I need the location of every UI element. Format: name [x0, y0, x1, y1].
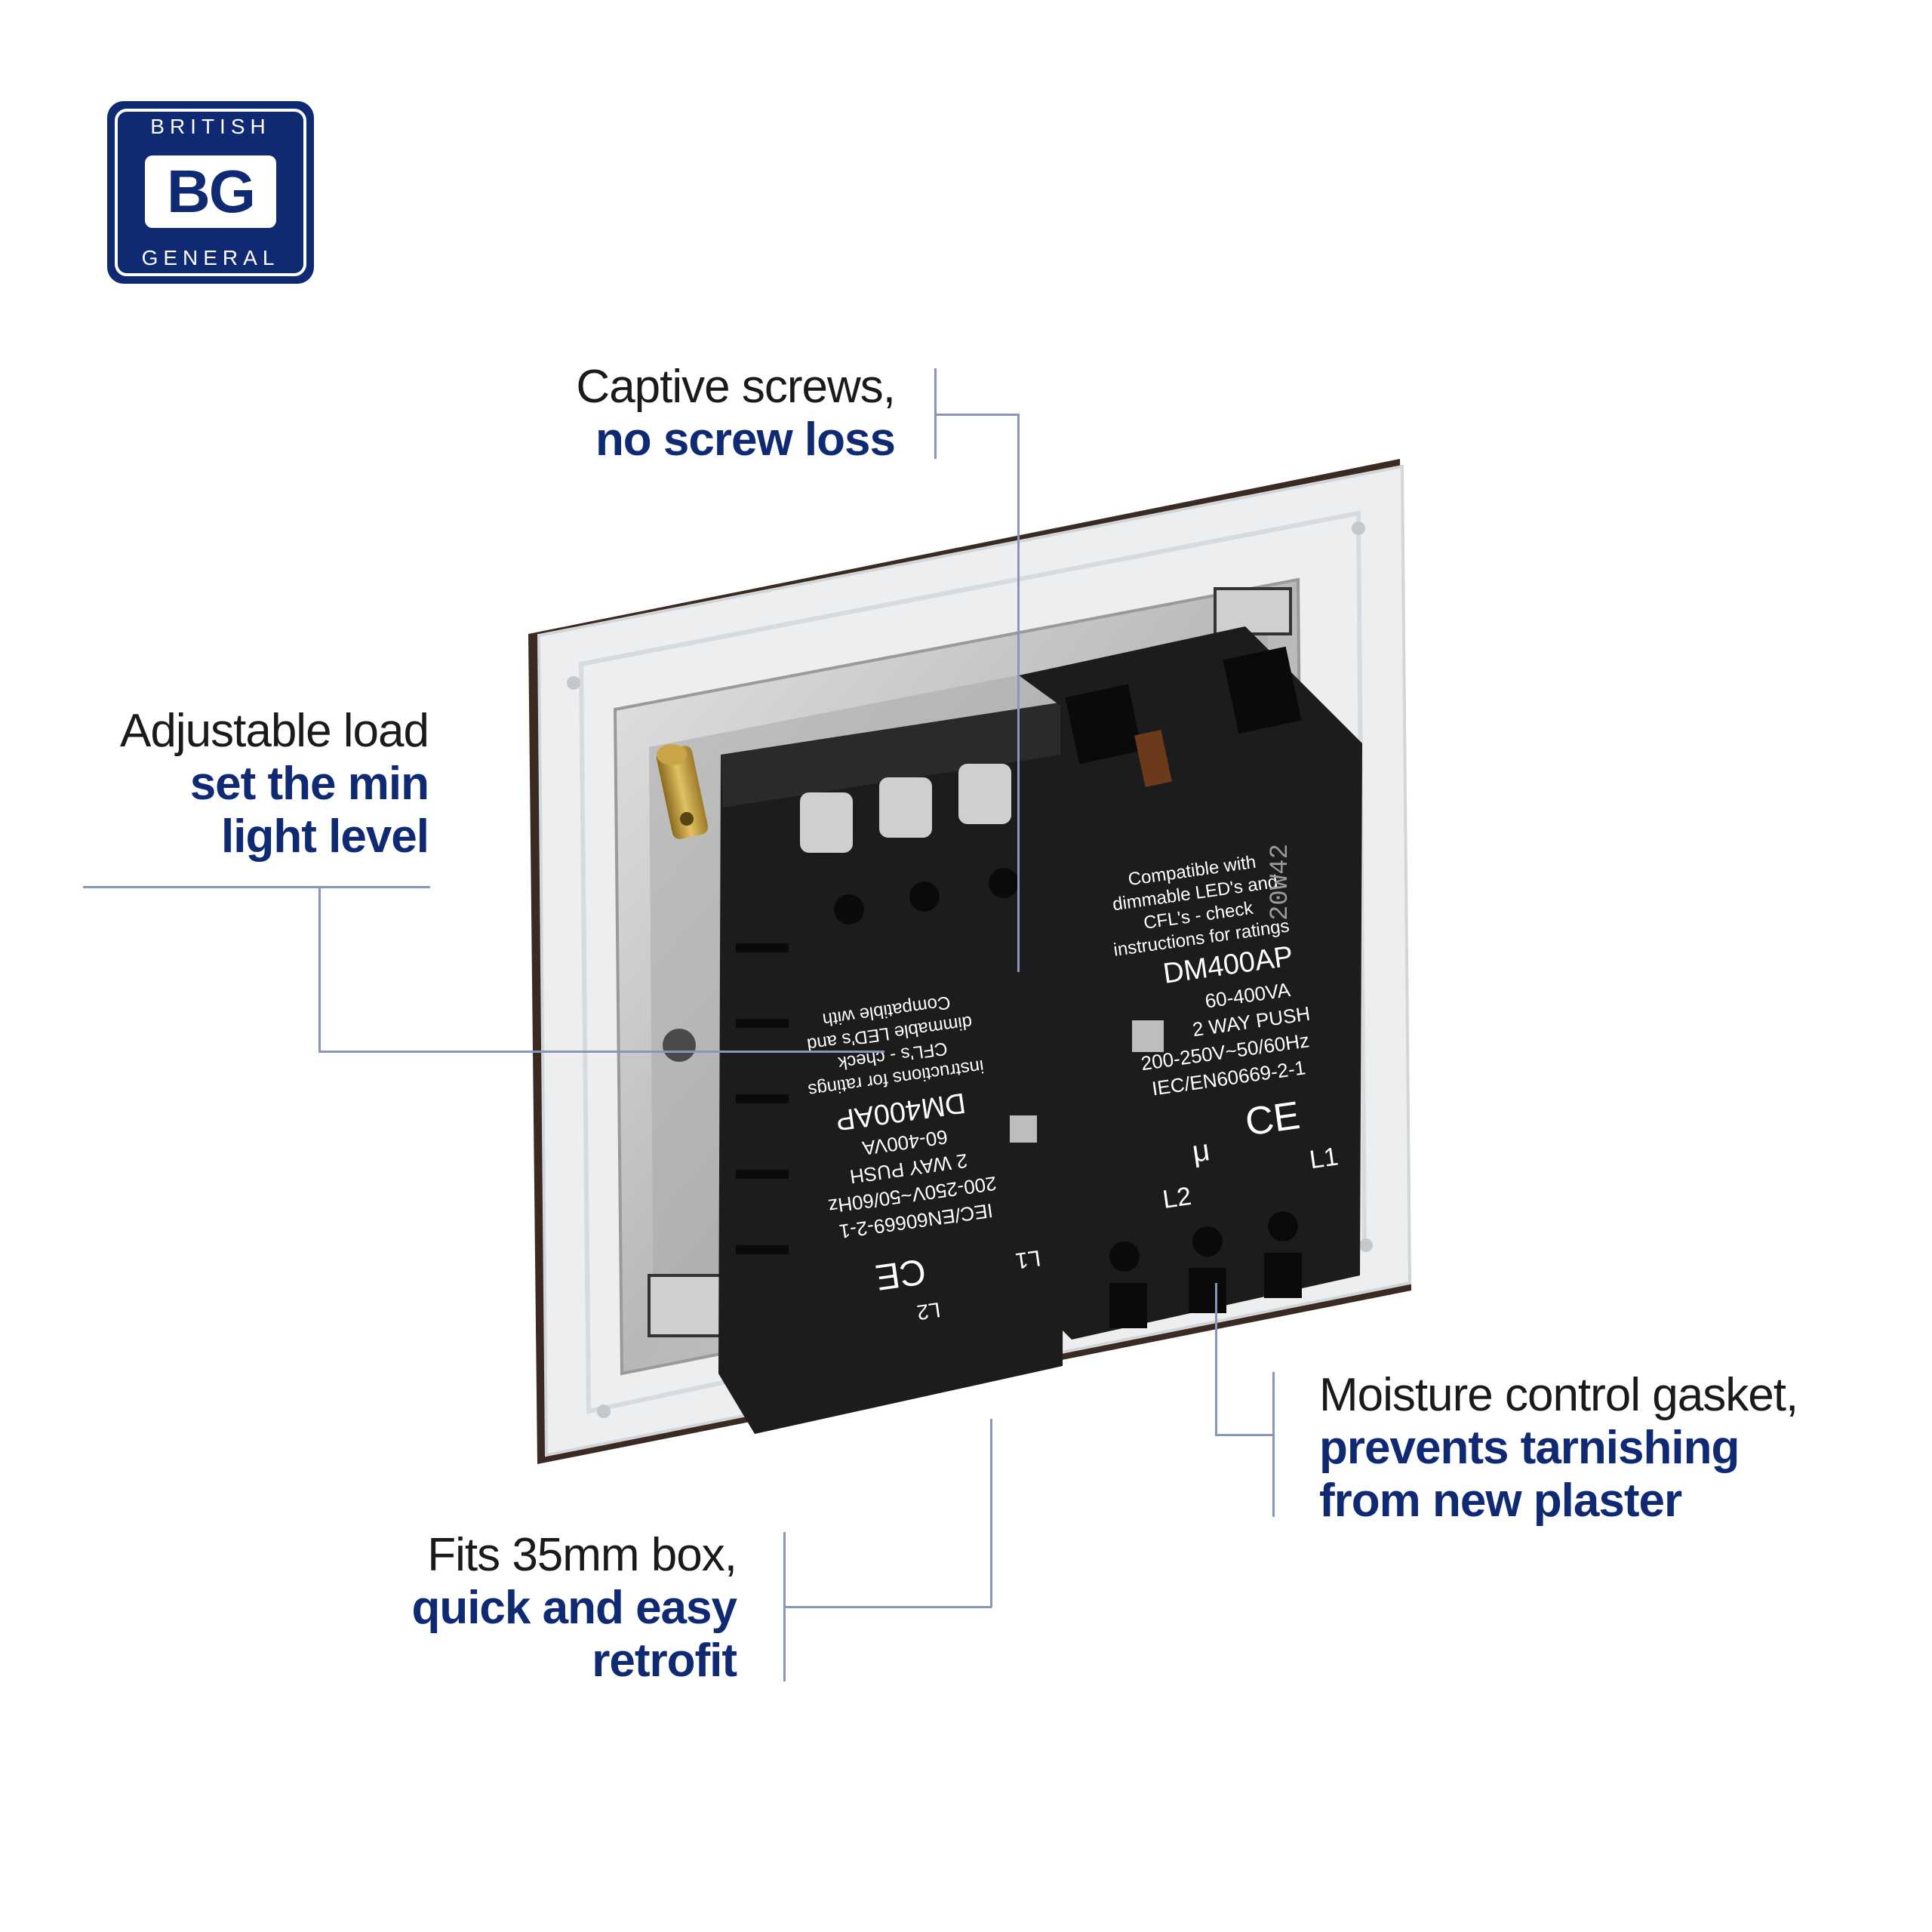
brass-load-adjuster: [656, 744, 709, 839]
callout-captive-screws: Captive screws, no screw loss: [291, 361, 896, 466]
leader-adjustable-horizontal: [83, 886, 430, 888]
leader-box-up: [990, 1419, 992, 1607]
right-terminal-l2: L2: [1161, 1182, 1193, 1214]
callout-box-highlight-1: quick and easy: [411, 1582, 737, 1634]
callout-moisture-highlight-2: from new plaster: [1319, 1475, 1682, 1527]
dimmer-module-left: L2 L1 CE IEC/EN60669-2-1 200-250V~50/60H…: [718, 702, 1064, 1434]
gasket-dot: [597, 1404, 611, 1418]
callout-box-highlight-2: retrofit: [592, 1635, 737, 1687]
corner-clip: [648, 1274, 726, 1337]
callout-moisture-gasket: Moisture control gasket, prevents tarnis…: [1319, 1369, 1908, 1527]
leader-adjustable-down: [318, 886, 321, 1052]
leader-moisture-horizontal: [1215, 1434, 1274, 1436]
callout-fits-box: Fits 35mm box, quick and easy retrofit: [284, 1529, 737, 1687]
right-ce-mark: CE: [1242, 1094, 1303, 1144]
leader-adjustable-across: [318, 1051, 884, 1053]
logo-top-text: BRITISH: [150, 115, 271, 138]
left-terminal-l1: L1: [1014, 1245, 1042, 1273]
leader-captive-down: [1017, 414, 1020, 972]
logo-mark: BG: [145, 155, 276, 228]
leader-box-horizontal: [783, 1606, 992, 1608]
callout-adjustable-load: Adjustable load set the min light level: [6, 705, 429, 863]
left-ce-mark: CE: [873, 1251, 928, 1297]
plate-code: 20W42: [1266, 844, 1295, 921]
logo-frame: [115, 109, 306, 276]
callout-captive-highlight: no screw loss: [595, 414, 896, 466]
corner-clip: [1214, 587, 1292, 635]
leader-moisture-up: [1215, 1283, 1217, 1435]
callout-moisture-highlight-1: prevents tarnishing: [1319, 1422, 1740, 1474]
callout-moisture-plain: Moisture control gasket,: [1319, 1369, 1798, 1421]
left-terminal-l2: L2: [915, 1298, 942, 1324]
gasket-dot: [567, 676, 580, 690]
leader-moisture-vertical: [1272, 1372, 1275, 1517]
leader-captive-horizontal: [934, 414, 1019, 416]
callout-adjustable-plain: Adjustable load: [120, 705, 429, 757]
british-general-logo: BRITISH BG GENERAL: [107, 101, 314, 284]
dimmer-module-right: Compatible with dimmable LED's and CFL's…: [1019, 626, 1362, 1340]
gasket-dot: [1359, 1238, 1373, 1252]
callout-captive-plain: Captive screws,: [576, 361, 896, 413]
gasket-dot: [1352, 521, 1365, 535]
callout-adjustable-highlight-1: set the min: [189, 758, 429, 810]
right-terminal-l1: L1: [1308, 1142, 1340, 1174]
callout-box-plain: Fits 35mm box,: [427, 1529, 737, 1581]
callout-adjustable-highlight-2: light level: [221, 811, 429, 863]
logo-bottom-text: GENERAL: [141, 246, 280, 269]
screw-hole: [663, 1029, 696, 1062]
